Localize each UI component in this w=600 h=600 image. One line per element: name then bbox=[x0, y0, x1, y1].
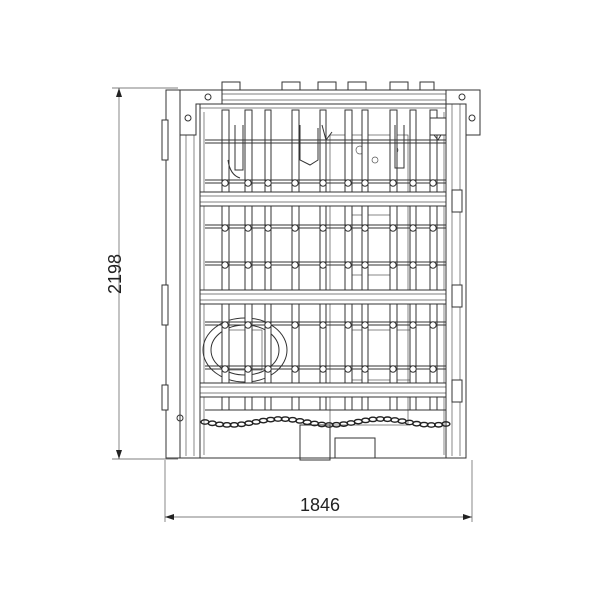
clamp-knot bbox=[389, 261, 397, 269]
clamp-knot bbox=[221, 365, 229, 373]
clamp-knot bbox=[344, 179, 352, 187]
clamp-knot bbox=[429, 179, 437, 187]
height-dimension-label: 2198 bbox=[105, 254, 125, 294]
vertical-bars bbox=[221, 109, 438, 411]
clamp-knot bbox=[319, 261, 327, 269]
clamp-knot bbox=[409, 224, 417, 232]
outer-frame bbox=[161, 81, 481, 461]
clamp-knot bbox=[244, 321, 252, 329]
height-dimension: 2198 bbox=[105, 87, 178, 460]
clamp-knot bbox=[244, 179, 252, 187]
clamp-knot bbox=[344, 261, 352, 269]
clamp-knot bbox=[344, 224, 352, 232]
clamp-knot bbox=[291, 261, 299, 269]
clamp-knot bbox=[409, 365, 417, 373]
clamp-knot bbox=[344, 365, 352, 373]
clamp-knot bbox=[319, 321, 327, 329]
clamp-knot bbox=[429, 261, 437, 269]
clamp-knot bbox=[319, 224, 327, 232]
clamp-knot bbox=[291, 365, 299, 373]
clamp-knot bbox=[344, 321, 352, 329]
clamp-knot bbox=[389, 321, 397, 329]
clamp-knot bbox=[429, 321, 437, 329]
width-dimension-label: 1846 bbox=[300, 495, 340, 515]
clamp-knot bbox=[389, 179, 397, 187]
width-dimension: 1846 bbox=[164, 460, 473, 522]
clamp-knot bbox=[389, 365, 397, 373]
clamp-knot bbox=[361, 179, 369, 187]
bottom-chain bbox=[200, 416, 451, 428]
clamp-knot bbox=[409, 321, 417, 329]
clamp-knot bbox=[244, 224, 252, 232]
clamp-knot bbox=[221, 261, 229, 269]
clamp-knot bbox=[221, 179, 229, 187]
clamp-knot bbox=[361, 321, 369, 329]
clamp-knot bbox=[319, 179, 327, 187]
clamp-knot bbox=[429, 224, 437, 232]
clamp-knot bbox=[291, 321, 299, 329]
clamp-knot bbox=[319, 365, 327, 373]
clamp-knot bbox=[221, 321, 229, 329]
clamp-knot bbox=[361, 261, 369, 269]
chain-link bbox=[441, 421, 451, 427]
clamp-knot bbox=[264, 224, 272, 232]
clamp-knot bbox=[409, 261, 417, 269]
clamp-knot bbox=[429, 365, 437, 373]
clamp-knot bbox=[409, 179, 417, 187]
clamp-knot bbox=[291, 224, 299, 232]
clamp-knot bbox=[264, 365, 272, 373]
clamp-knot bbox=[361, 224, 369, 232]
clamp-knot bbox=[361, 365, 369, 373]
clamp-knot bbox=[291, 179, 299, 187]
clamp-knot bbox=[244, 261, 252, 269]
clamp-knot bbox=[221, 224, 229, 232]
clamp-knots bbox=[221, 179, 437, 373]
clamp-knot bbox=[264, 179, 272, 187]
clamp-knot bbox=[244, 365, 252, 373]
clamp-knot bbox=[389, 224, 397, 232]
clamp-knot bbox=[264, 261, 272, 269]
clamp-knot bbox=[264, 321, 272, 329]
